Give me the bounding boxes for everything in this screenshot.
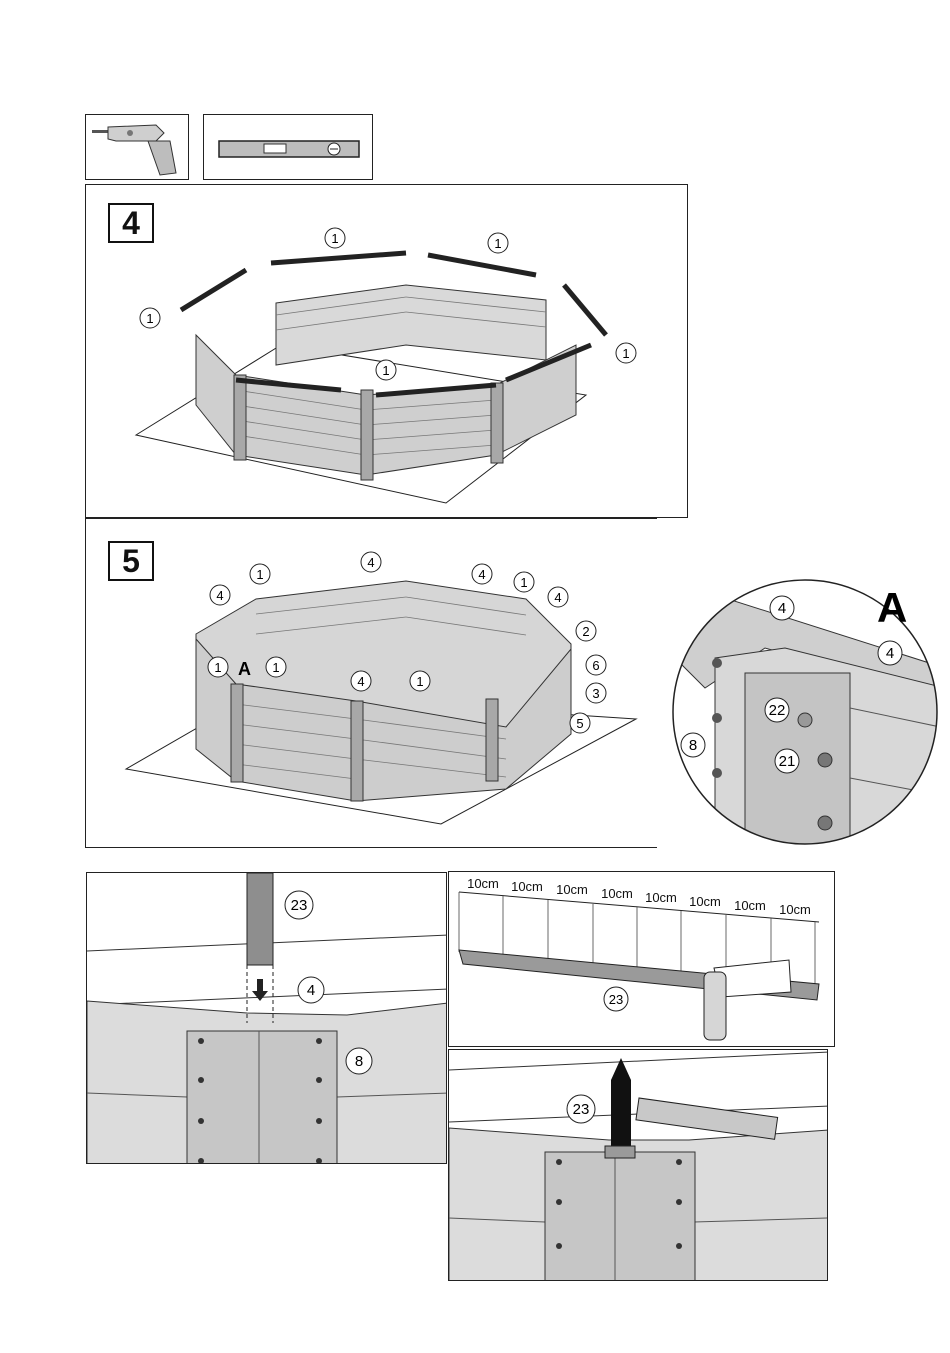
spirit-level-icon — [204, 115, 373, 180]
spacing-label: 10cm — [645, 890, 677, 905]
callout-23: 23 — [285, 891, 313, 919]
svg-text:8: 8 — [355, 1053, 363, 1070]
stake-hammering-illustration: 23 — [449, 1050, 828, 1281]
callout-21: 21 — [775, 749, 799, 773]
step-5-panel: 5 A 1 1 1 1 1 4 4 4 4 4 2 6 — [85, 518, 657, 848]
callout-1d: 1 — [410, 671, 430, 691]
svg-text:23: 23 — [609, 992, 623, 1007]
callout-22: 22 — [765, 698, 789, 722]
svg-text:1: 1 — [382, 363, 389, 378]
drill-icon — [86, 115, 189, 180]
detail-a-illustration: A 4 4 22 21 8 — [665, 578, 945, 846]
svg-text:4: 4 — [357, 674, 364, 689]
svg-text:2: 2 — [582, 624, 589, 639]
callout-4a: 4 — [770, 596, 794, 620]
svg-text:5: 5 — [576, 716, 583, 731]
svg-text:1: 1 — [622, 346, 629, 361]
spacing-label: 10cm — [689, 894, 721, 909]
svg-text:23: 23 — [291, 897, 308, 914]
spacing-label: 10cm — [734, 898, 766, 913]
callout-23: 23 — [567, 1095, 595, 1123]
callout-1a: 1 — [325, 228, 345, 248]
detail-marker-a: A — [238, 659, 251, 679]
svg-text:4: 4 — [216, 588, 223, 603]
svg-text:4: 4 — [307, 982, 315, 999]
callout-1e: 1 — [208, 657, 228, 677]
svg-text:4: 4 — [778, 600, 786, 617]
spacing-label: 10cm — [556, 882, 588, 897]
callout-4e: 4 — [351, 671, 371, 691]
step-4-panel: 4 1 1 1 1 1 — [85, 184, 688, 518]
spacing-label: 10cm — [511, 879, 543, 894]
drill-tool-box — [85, 114, 189, 180]
svg-text:1: 1 — [214, 660, 221, 675]
callout-4: 4 — [298, 977, 324, 1003]
spacing-label: 10cm — [779, 902, 811, 917]
svg-text:22: 22 — [769, 702, 786, 719]
level-tool-box — [203, 114, 373, 180]
callout-1c: 1 — [266, 657, 286, 677]
step-4-pool-illustration: 1 1 1 1 1 — [86, 185, 688, 518]
callout-4b: 4 — [878, 641, 902, 665]
callout-4c: 4 — [210, 585, 230, 605]
callout-2: 2 — [576, 621, 596, 641]
detail-a-letter: A — [877, 584, 907, 631]
svg-text:1: 1 — [520, 575, 527, 590]
svg-text:1: 1 — [494, 236, 501, 251]
callout-5: 5 — [570, 713, 590, 733]
svg-text:21: 21 — [779, 753, 796, 770]
svg-text:4: 4 — [478, 567, 485, 582]
svg-text:1: 1 — [256, 567, 263, 582]
callout-3: 3 — [586, 683, 606, 703]
svg-text:1: 1 — [331, 231, 338, 246]
stake-spacing-panel: 10cm 10cm 10cm 10cm 10cm 10cm 10cm 10cm … — [448, 871, 835, 1047]
callout-1d: 1 — [616, 343, 636, 363]
callout-4b: 4 — [472, 564, 492, 584]
detail-a-magnifier: A 4 4 22 21 8 — [665, 578, 945, 846]
svg-text:4: 4 — [886, 645, 894, 662]
spacing-label: 10cm — [467, 876, 499, 891]
svg-text:8: 8 — [689, 737, 697, 754]
callout-23: 23 — [604, 987, 628, 1011]
step-5-pool-illustration: A 1 1 1 1 1 4 4 4 4 4 2 6 3 5 — [86, 519, 657, 848]
callout-4a: 4 — [361, 552, 381, 572]
spacing-label: 10cm — [601, 886, 633, 901]
callout-1b: 1 — [514, 572, 534, 592]
callout-1c: 1 — [140, 308, 160, 328]
svg-text:4: 4 — [367, 555, 374, 570]
callout-1a: 1 — [250, 564, 270, 584]
stake-insertion-illustration: 23 4 8 — [87, 873, 447, 1164]
svg-text:1: 1 — [146, 311, 153, 326]
svg-text:1: 1 — [272, 660, 279, 675]
callout-4d: 4 — [548, 587, 568, 607]
callout-1e: 1 — [376, 360, 396, 380]
stake-insertion-panel: 23 4 8 — [86, 872, 447, 1164]
callout-1b: 1 — [488, 233, 508, 253]
callout-8: 8 — [681, 733, 705, 757]
svg-text:6: 6 — [592, 658, 599, 673]
stake-hammering-panel: 23 — [448, 1049, 828, 1281]
svg-text:1: 1 — [416, 674, 423, 689]
callout-6: 6 — [586, 655, 606, 675]
svg-text:23: 23 — [573, 1101, 590, 1118]
callout-8: 8 — [346, 1048, 372, 1074]
svg-text:4: 4 — [554, 590, 561, 605]
stake-spacing-illustration: 10cm 10cm 10cm 10cm 10cm 10cm 10cm 10cm … — [449, 872, 835, 1047]
svg-text:3: 3 — [592, 686, 599, 701]
